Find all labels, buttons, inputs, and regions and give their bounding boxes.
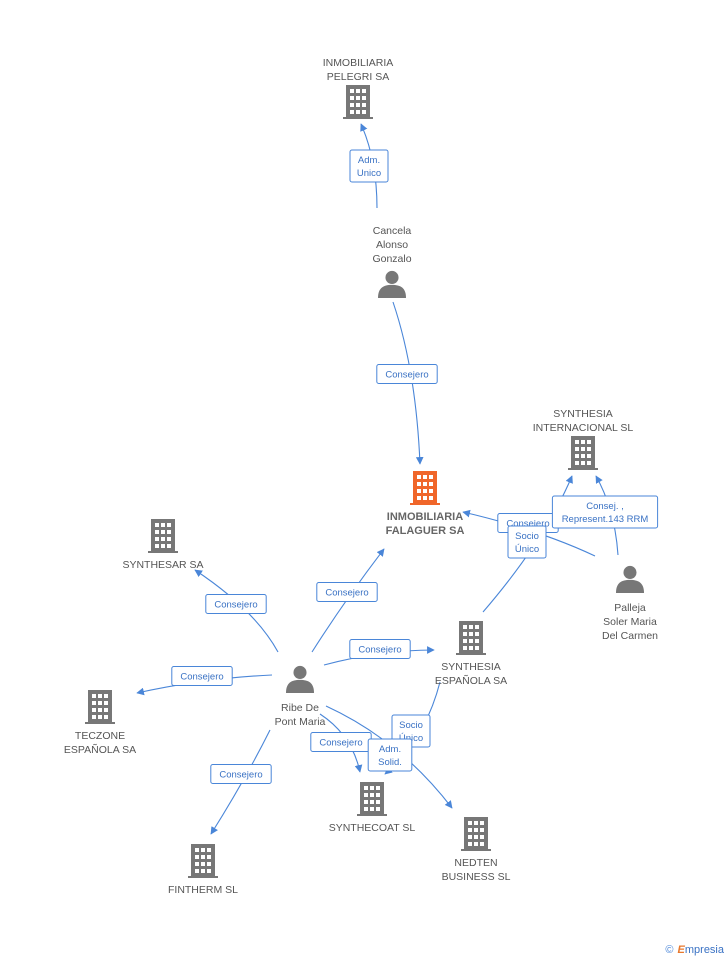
edge-label-box [376, 364, 438, 384]
node-label: SYNTHESIA [553, 408, 613, 420]
edge-label-box [349, 639, 411, 659]
node-label: Palleja [614, 602, 646, 614]
edge-label-ribe-synthesar[interactable]: Consejero [205, 594, 267, 614]
node-label: ESPAÑOLA SA [435, 674, 507, 687]
edge-label-box [316, 582, 378, 602]
edge-label-ribe-nedten[interactable]: Adm. Solid. [367, 738, 413, 772]
person-icon [378, 270, 406, 298]
edge-label-box [205, 594, 267, 614]
edge-label-ribe-synthecoat[interactable]: Consejero [310, 732, 372, 752]
nodes-layer: INMOBILIARIA PELEGRI SA CancelaAlonsoGonza… [64, 57, 658, 896]
edge-label-box [210, 764, 272, 784]
edge-label-text: Unico [357, 168, 381, 179]
node-label: INTERNACIONAL SL [533, 422, 634, 434]
node-label: SYNTHESIA [441, 661, 501, 673]
node-label: ESPAÑOLA SA [64, 743, 136, 756]
edge-label-text: Consejero [219, 770, 262, 781]
node-label: SYNTHESAR SA [122, 559, 203, 571]
node-label: Alonso [376, 239, 408, 251]
node-falaguer[interactable]: INMOBILIARIA FALAGUER SA [386, 471, 465, 537]
node-label: SYNTHECOAT SL [329, 822, 416, 834]
edge-label-text: Adm. [358, 155, 380, 166]
person-icon [616, 565, 644, 593]
edge-label-text: Socio [399, 720, 423, 731]
building-icon [343, 85, 373, 119]
edge-label-text: Represent.143 RRM [562, 514, 649, 525]
edge-label-box [349, 149, 389, 183]
building-icon [461, 817, 491, 851]
edge-label-ribe-falaguer[interactable]: Consejero [316, 582, 378, 602]
node-label: Ribe De [281, 702, 319, 714]
edge-label-text: Único [399, 733, 423, 744]
edge-label-text: Adm. [379, 744, 401, 755]
building-icon [148, 519, 178, 553]
building-icon [85, 690, 115, 724]
node-fintherm[interactable]: FINTHERM SL [168, 844, 238, 896]
node-label: Gonzalo [372, 253, 411, 265]
edge-label-text: Solid. [378, 757, 402, 768]
edge-label-text: Consejero [506, 519, 549, 530]
edge-label-ribe-synthesp[interactable]: Consejero [349, 639, 411, 659]
node-label: INMOBILIARIA [323, 57, 394, 69]
node-label: FALAGUER SA [386, 525, 465, 537]
node-label: PELEGRI SA [327, 71, 389, 83]
node-synthint[interactable]: SYNTHESIA INTERNACIONAL SL [533, 408, 634, 470]
empresia-footer[interactable]: ©Empresia [665, 944, 724, 956]
node-label: TECZONE [75, 730, 125, 742]
edge-label-text: Consejero [214, 600, 257, 611]
edge-label-box [551, 495, 659, 529]
building-icon [188, 844, 218, 878]
edge-label-text: Consejero [358, 645, 401, 656]
person-icon [286, 665, 314, 693]
node-label: INMOBILIARIA [387, 511, 463, 523]
edge-label-ribe-teczone[interactable]: Consejero [171, 666, 233, 686]
building-icon [357, 782, 387, 816]
building-icon [568, 436, 598, 470]
edge-label-text: Único [515, 544, 539, 555]
node-synthecoat[interactable]: SYNTHECOAT SL [329, 782, 416, 834]
edge-label-box [367, 738, 413, 772]
building-icon [410, 471, 440, 505]
edge-label-text: Socio [515, 531, 539, 542]
building-icon [456, 621, 486, 655]
node-label: Soler Maria [603, 616, 657, 628]
node-label: Pont Maria [275, 716, 326, 728]
brand-initial: E [677, 944, 685, 956]
copyright-symbol: © [665, 944, 674, 956]
edge-label-cancela-pelegri[interactable]: Adm. Unico [349, 149, 389, 183]
node-label: NEDTEN [454, 857, 497, 869]
node-label: FINTHERM SL [168, 884, 238, 896]
brand-name: mpresia [684, 944, 724, 956]
edge-label-text: Consejero [180, 672, 223, 683]
node-pelegri[interactable]: INMOBILIARIA PELEGRI SA [323, 57, 394, 119]
node-nedten[interactable]: NEDTEN BUSINESS SL [442, 817, 511, 883]
node-label: BUSINESS SL [442, 871, 511, 883]
edge-label-text: Consejero [385, 370, 428, 381]
edge-label-box [507, 525, 547, 559]
node-ribe[interactable]: Ribe De Pont Maria [275, 665, 326, 728]
node-label: Cancela [373, 225, 412, 237]
node-label: Del Carmen [602, 630, 658, 642]
edge-label-text: Consejero [325, 588, 368, 599]
edge-label-ribe-fintherm[interactable]: Consejero [210, 764, 272, 784]
edge-label-palleja-synthint[interactable]: Consej. , Represent.143 RRM [551, 495, 659, 529]
edge-label-box [171, 666, 233, 686]
edge-label-text: Consejero [319, 738, 362, 749]
edge-label-cancela-falaguer[interactable]: Consejero [376, 364, 438, 384]
edge-label-text: Consej. , [586, 501, 624, 512]
node-synthesar[interactable]: SYNTHESAR SA [122, 519, 204, 571]
